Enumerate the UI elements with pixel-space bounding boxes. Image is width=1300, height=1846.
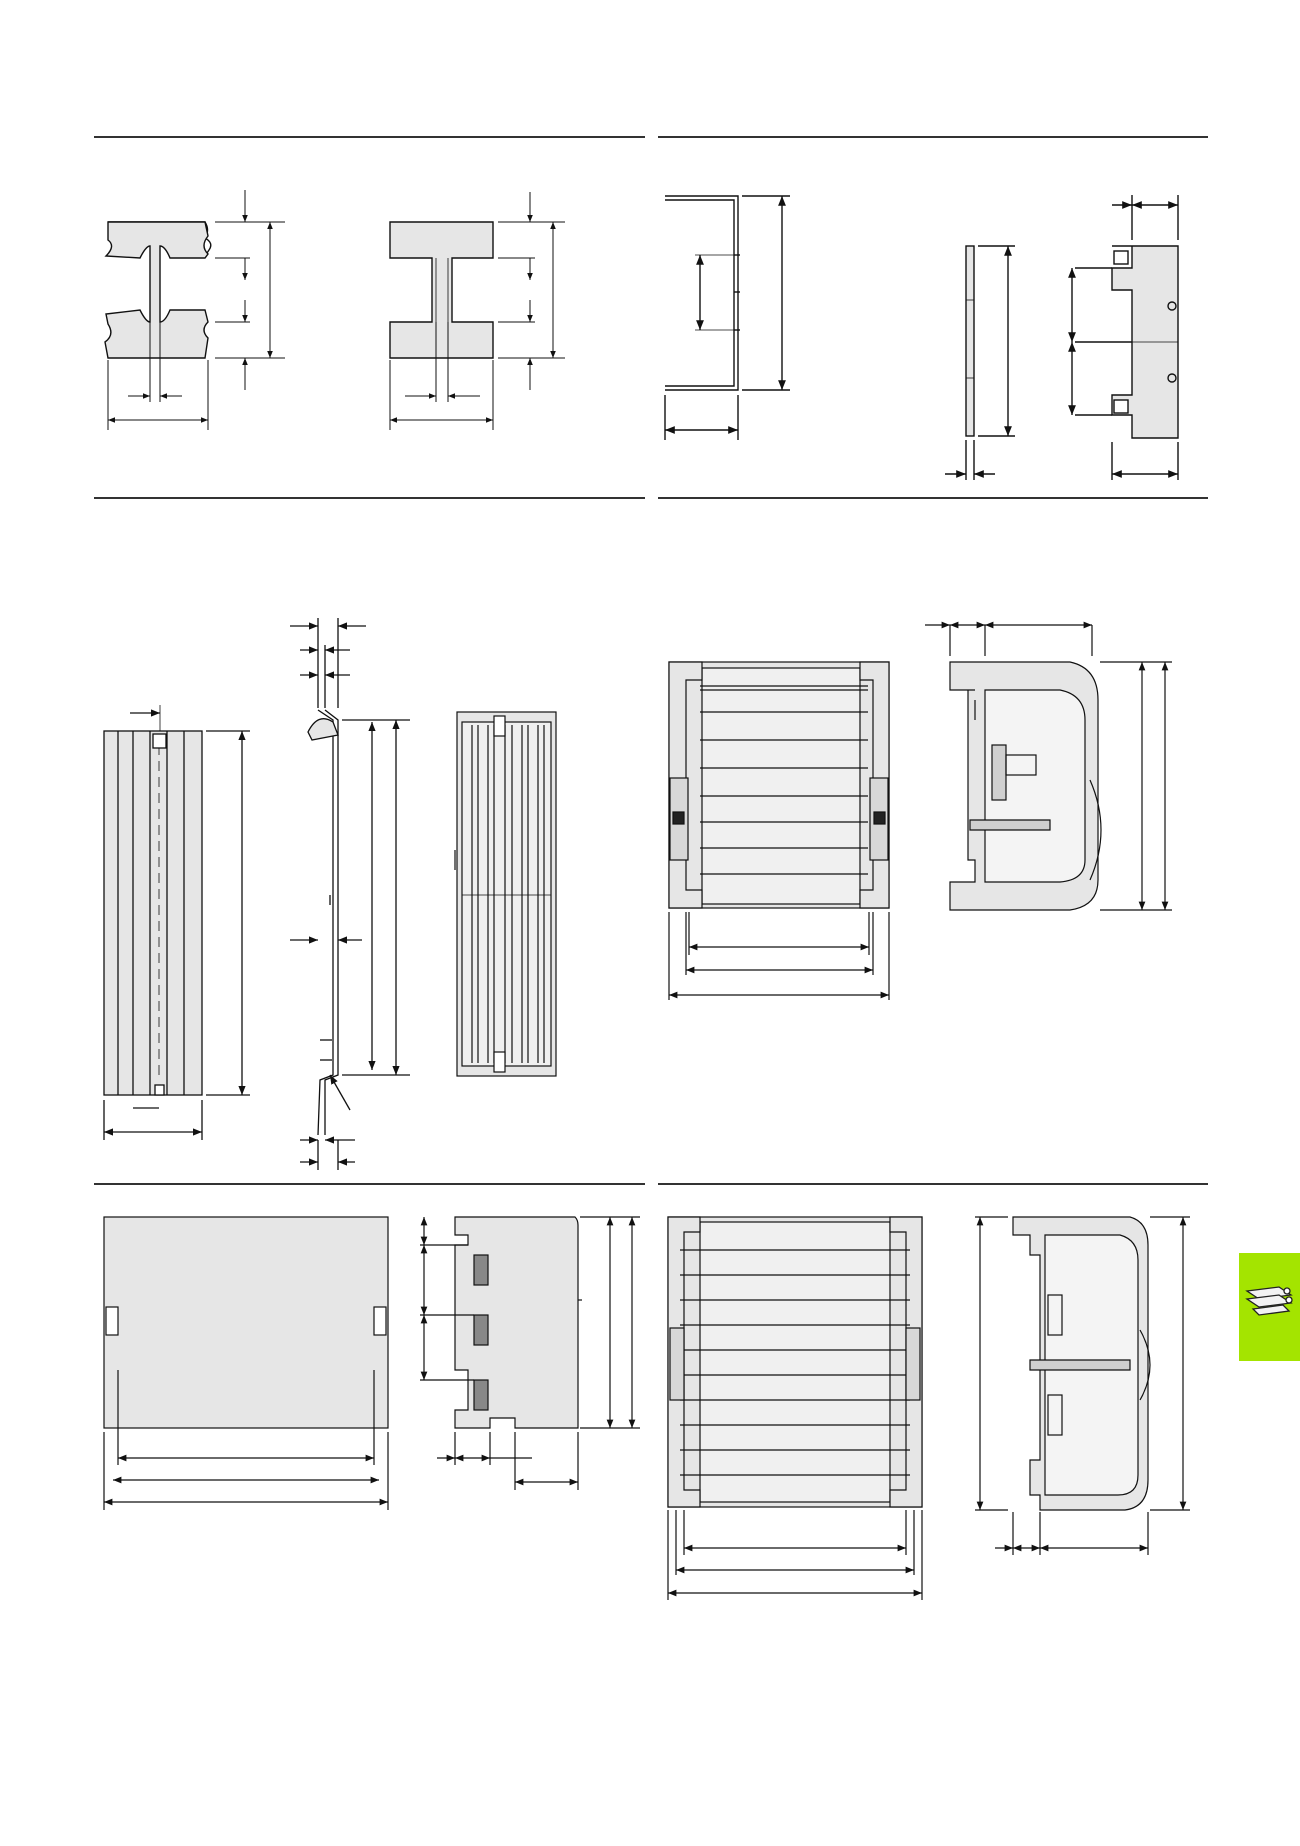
thin-plate (945, 245, 1015, 480)
ribbed-cover-side (290, 618, 410, 1170)
rail-connector-icon (1239, 1253, 1300, 1361)
end-bracket (1068, 195, 1179, 480)
front-panel (103, 1216, 389, 1510)
chapter-tab (1239, 1253, 1300, 1361)
housing-b-front (667, 1216, 923, 1600)
section-rules (94, 136, 1208, 1185)
housing-b-side (975, 1216, 1190, 1555)
housing-a-front (668, 661, 890, 1000)
rail-profile-large-dimensions (389, 192, 565, 430)
rail-profile-small-dimensions (107, 190, 285, 430)
cover-channel (664, 195, 790, 440)
housing-a-side (925, 621, 1172, 911)
rail-profile-large (389, 221, 494, 359)
ribbed-cover-front (103, 705, 250, 1140)
ribbed-cover-rear (454, 711, 557, 1077)
front-panel-side (420, 1216, 640, 1490)
rail-profile-small (104, 221, 212, 359)
